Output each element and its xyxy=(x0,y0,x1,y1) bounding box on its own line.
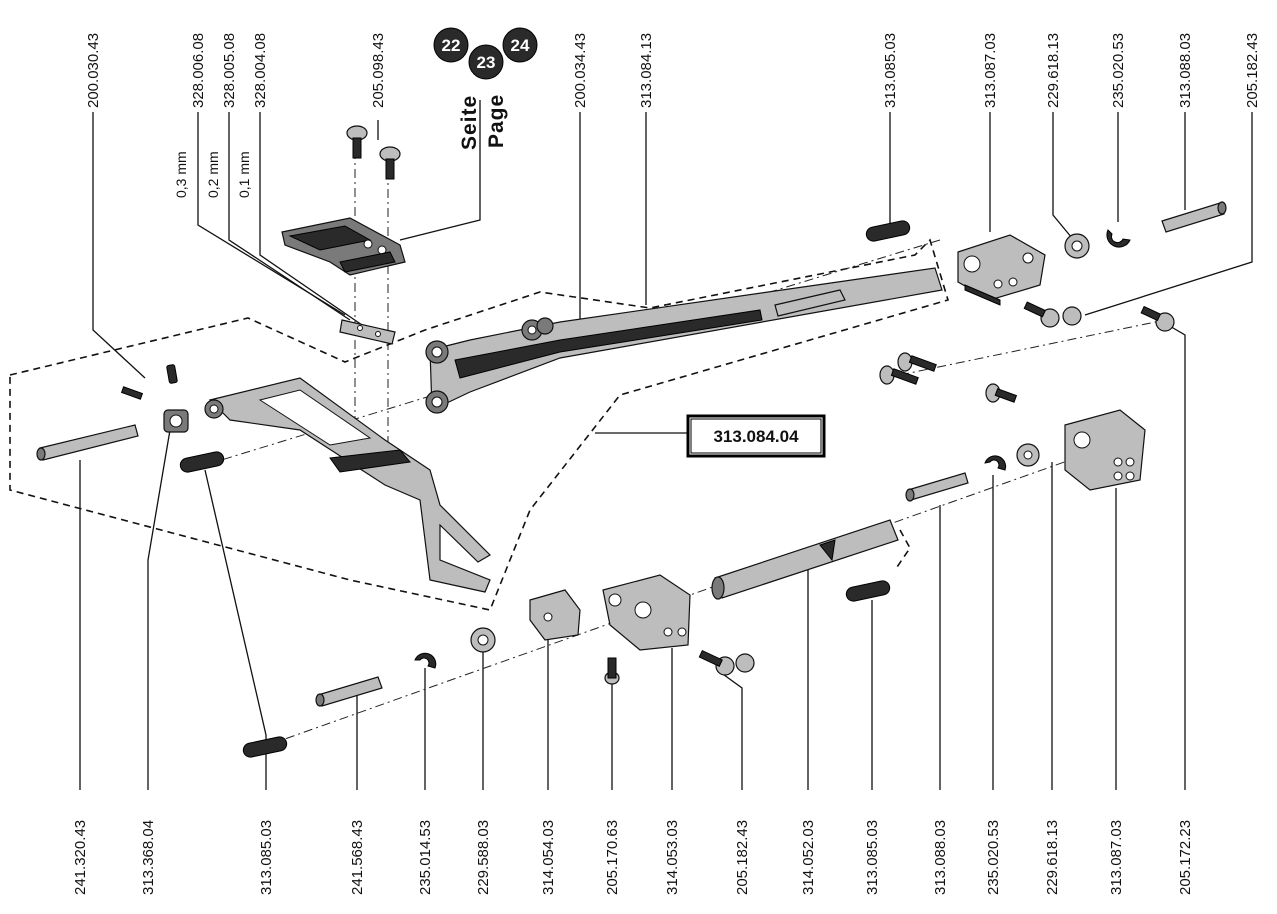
part-label: 313.088.03 xyxy=(932,820,949,895)
part-label: 205.170.63 xyxy=(604,820,621,895)
page-label: Page xyxy=(485,94,508,148)
bottom-part-labels: 241.320.43 313.368.04 313.085.03 241.568… xyxy=(72,820,1194,895)
part-label: 314.054.03 xyxy=(540,820,557,895)
slide-block xyxy=(529,589,581,641)
washer-clip-pin-lower xyxy=(315,627,496,707)
page-ref-24: 24 xyxy=(511,36,530,55)
part-label: 313.087.03 xyxy=(982,33,999,108)
assembly-outline-upper xyxy=(9,238,949,611)
screws-right-mid xyxy=(879,301,1175,403)
shaft-314-052 xyxy=(711,519,899,600)
part-label: 328.004.08 xyxy=(252,33,269,108)
part-label: 229.618.13 xyxy=(1045,33,1062,108)
top-part-labels: 200.030.43 328.006.08 328.005.08 328.004… xyxy=(85,33,1261,108)
page-reference-text: Seite Page xyxy=(458,94,508,150)
part-label: 328.006.08 xyxy=(190,33,207,108)
part-label: 235.020.53 xyxy=(985,820,1002,895)
thickness-labels: 0,3 mm 0,2 mm 0,1 mm xyxy=(173,151,252,198)
assembly-outline-lower xyxy=(894,529,911,571)
page-ref-22: 22 xyxy=(442,36,461,55)
fork-lever xyxy=(204,377,491,593)
spring-lower-right xyxy=(845,580,891,602)
bracket-right-lower xyxy=(1064,409,1146,491)
bottom-leaders xyxy=(79,324,1186,790)
bracket-lower xyxy=(602,574,691,651)
washer-clip-pin-top-right xyxy=(1064,201,1227,259)
pin-241-320 xyxy=(36,424,139,461)
parts: 22 23 24 xyxy=(36,27,1227,758)
part-label: 235.020.53 xyxy=(1110,33,1127,108)
small-screws-left xyxy=(120,364,178,400)
thickness-0-2: 0,2 mm xyxy=(205,151,221,198)
part-label: 313.084.13 xyxy=(638,33,655,108)
washer-clip-pin-right-lower xyxy=(905,443,1040,502)
page-ref-23: 23 xyxy=(477,53,496,72)
spring-lower-left xyxy=(242,736,288,758)
boxed-part-number: 313.084.04 xyxy=(686,414,826,458)
main-shaft-313-084-13 xyxy=(425,267,943,414)
page-reference-balls: 22 23 24 xyxy=(433,27,538,80)
top-leaders xyxy=(92,100,1253,434)
boxed-part-label: 313.084.04 xyxy=(713,427,799,446)
spring-top-right xyxy=(865,220,911,242)
part-label: 241.568.43 xyxy=(349,820,366,895)
part-label: 200.030.43 xyxy=(85,33,102,108)
feed-dog xyxy=(281,217,406,276)
spring-left xyxy=(179,451,225,473)
part-label: 205.172.23 xyxy=(1177,820,1194,895)
part-label: 313.085.03 xyxy=(864,820,881,895)
bracket-top-right xyxy=(957,234,1046,306)
part-label: 229.588.03 xyxy=(475,820,492,895)
thickness-0-1: 0,1 mm xyxy=(236,151,252,198)
part-label: 313.088.03 xyxy=(1177,33,1194,108)
part-label: 313.368.04 xyxy=(140,820,157,895)
part-label: 205.182.43 xyxy=(1244,33,1261,108)
part-label: 313.085.03 xyxy=(258,820,275,895)
seite-label: Seite xyxy=(458,95,481,150)
part-label: 205.182.43 xyxy=(734,820,751,895)
part-label: 314.052.03 xyxy=(800,820,817,895)
thickness-0-3: 0,3 mm xyxy=(173,151,189,198)
part-label: 235.014.53 xyxy=(417,820,434,895)
shim-plate xyxy=(339,319,396,345)
feed-dog-screws xyxy=(346,125,401,180)
part-label: 313.087.03 xyxy=(1108,820,1125,895)
part-label: 200.034.43 xyxy=(572,33,589,108)
part-label: 241.320.43 xyxy=(72,820,89,895)
part-label: 205.098.43 xyxy=(370,33,387,108)
part-label: 314.053.03 xyxy=(664,820,681,895)
part-label: 328.005.08 xyxy=(221,33,238,108)
part-label: 313.085.03 xyxy=(882,33,899,108)
collar-313-368 xyxy=(163,409,189,433)
screws-lower xyxy=(604,649,755,685)
part-label: 229.618.13 xyxy=(1044,820,1061,895)
